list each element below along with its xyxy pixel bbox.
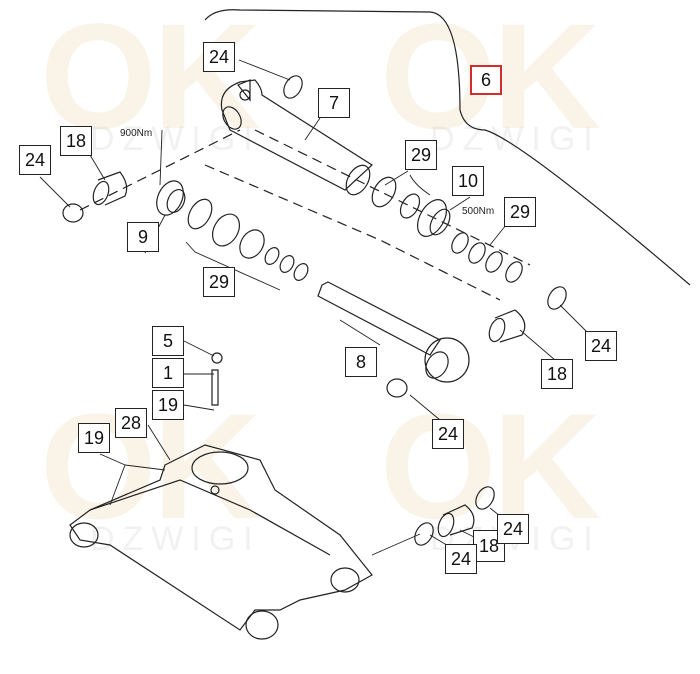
seal (279, 255, 295, 273)
torque-label-gland: 500Nm (462, 206, 495, 217)
callout-29[interactable]: 29 (203, 267, 235, 297)
callout-8[interactable]: 8 (345, 347, 377, 377)
callout-6-selected[interactable]: 6 (470, 65, 502, 95)
seal (505, 261, 523, 283)
ring (414, 522, 434, 546)
seal (468, 242, 486, 264)
callout-9[interactable]: 9 (127, 222, 159, 252)
seal (485, 251, 503, 273)
ring (475, 486, 495, 510)
ring (62, 203, 84, 223)
seal (211, 213, 241, 247)
callout-24[interactable]: 24 (19, 145, 51, 175)
bushing-right (488, 309, 526, 343)
bushing-lower (437, 504, 475, 538)
callout-29[interactable]: 29 (405, 140, 437, 170)
callout-5[interactable]: 5 (152, 326, 184, 356)
callout-24[interactable]: 24 (497, 514, 529, 544)
bushing-left (92, 171, 128, 206)
callout-18[interactable]: 18 (60, 126, 92, 156)
torque-label-piston: 900Nm (120, 128, 153, 139)
ring (283, 75, 303, 99)
callout-24[interactable]: 24 (432, 419, 464, 449)
callout-10[interactable]: 10 (452, 166, 484, 196)
callout-7[interactable]: 7 (318, 88, 350, 118)
ring (386, 378, 408, 398)
ring (547, 286, 567, 310)
callout-19[interactable]: 19 (78, 423, 110, 453)
seal (451, 232, 469, 254)
swing-frame (69, 444, 373, 640)
callout-24[interactable]: 24 (585, 331, 617, 361)
gland (416, 199, 451, 237)
piston-rod (317, 281, 470, 383)
callout-18[interactable]: 18 (541, 359, 573, 389)
callout-24[interactable]: 24 (203, 42, 235, 72)
nut (211, 352, 223, 364)
cylinder-barrel (220, 79, 373, 196)
seal (293, 263, 309, 281)
callout-29[interactable]: 29 (504, 197, 536, 227)
callout-24[interactable]: 24 (445, 544, 477, 574)
piston (156, 180, 186, 216)
leader-lines (39, 59, 591, 556)
callout-1[interactable]: 1 (152, 358, 184, 388)
seal (264, 247, 280, 265)
bolt (211, 369, 219, 406)
seal (239, 229, 265, 259)
callout-19[interactable]: 19 (152, 390, 184, 420)
assembly-brace (204, 9, 691, 286)
callout-28[interactable]: 28 (115, 408, 147, 438)
seal (187, 198, 213, 230)
